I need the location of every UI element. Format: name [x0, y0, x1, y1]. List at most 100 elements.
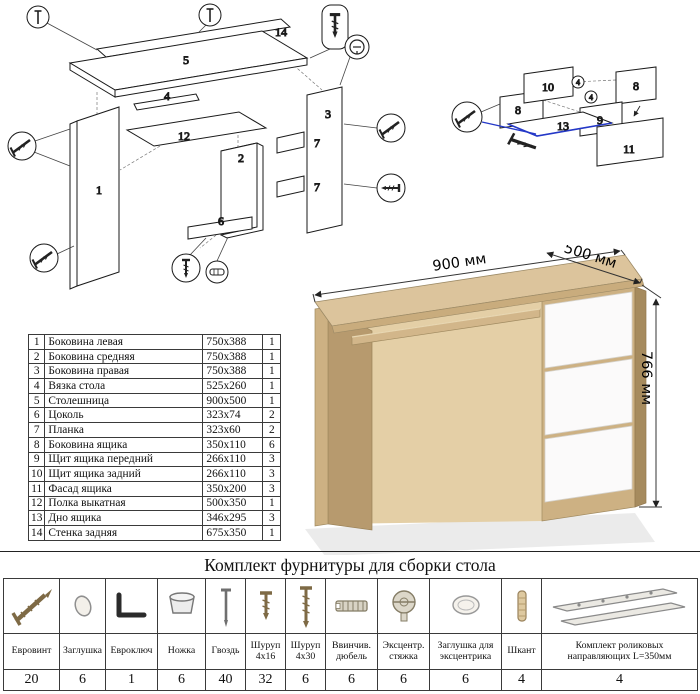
part-name: Боковина правая [44, 363, 204, 380]
part-number: 1 [27, 334, 46, 350]
part-size: 266x110 [202, 451, 264, 468]
section-divider [0, 551, 700, 552]
hardware-name: Ножка [157, 633, 206, 670]
part-size: 350x200 [202, 480, 264, 497]
cam-cap-icon [451, 595, 480, 615]
euroscrew-icon [10, 589, 52, 626]
parts-table-row: 2 Боковина средняя 750x388 1 [27, 348, 282, 365]
label-6: 6 [218, 214, 224, 228]
part-name: Фасад ящика [44, 480, 204, 497]
screw-4x16-icon [259, 591, 272, 620]
hardware-qty-row: 20 6 1 6 40 32 6 6 6 6 4 4 [3, 669, 698, 691]
part-number: 6 [27, 407, 46, 424]
insert-dowel-icon [334, 600, 368, 612]
hardware-qty: 40 [205, 669, 246, 691]
dowel-mark-label: 4 [589, 93, 593, 102]
hardware-name: Шуруп 4х30 [285, 633, 326, 670]
parts-table-row: 10 Щит ящика задний 266x110 3 [27, 466, 282, 482]
hardware-name: Заглушка для эксцентрика [429, 633, 502, 670]
drawer-front-1 [544, 291, 633, 369]
hardware-name: Шкант [501, 633, 542, 670]
part-name: Вязка стола [44, 378, 204, 394]
desk-pedestal-side [634, 286, 647, 508]
screw-4x30-icon-cell [285, 578, 326, 634]
label-12: 12 [178, 129, 190, 143]
parts-table-row: 14 Стенка задняя 675x350 1 [27, 524, 282, 541]
nail-icon-cell [205, 578, 246, 634]
hardware-table: Евровинт Заглушка Евроключ Ножка Гвоздь … [3, 578, 698, 691]
dimension-height: 766 мм [638, 351, 654, 405]
part-size: 350x110 [202, 436, 264, 453]
hardware-qty: 6 [285, 669, 326, 691]
insert-dowel-icon-cell [325, 578, 378, 634]
part-name: Щит ящика передний [44, 451, 204, 468]
parts-table-row: 11 Фасад ящика 350x200 3 [27, 480, 282, 497]
part-name: Боковина средняя [44, 348, 204, 365]
hardware-qty: 6 [59, 669, 106, 691]
part-size: 346x295 [202, 510, 264, 526]
parts-table-row: 6 Цоколь 323x74 2 [27, 407, 282, 424]
label-3: 3 [325, 107, 331, 121]
part-qty: 6 [262, 436, 282, 453]
drawer-callouts [451, 101, 641, 162]
part-name: Боковина ящика [44, 436, 204, 453]
part-size: 900x500 [202, 392, 264, 409]
hardware-qty: 4 [541, 669, 698, 691]
euroscrew-icon-cell [3, 578, 60, 634]
part-number: 11 [27, 480, 46, 497]
part-number: 4 [27, 378, 46, 394]
callout-dowel [205, 260, 229, 284]
hardware-name: Евроключ [105, 633, 158, 670]
drawer-slides-icon [552, 588, 685, 626]
part-back-panel [95, 18, 292, 58]
parts-table-row: 13 Дно ящика 346x295 3 [27, 510, 282, 526]
part-rail [133, 93, 200, 111]
part-name: Столешница [44, 392, 204, 409]
fastener-callouts [7, 3, 406, 284]
hardware-name: Эксцентр. стяжка [377, 633, 430, 670]
label-1: 1 [96, 183, 102, 197]
part-number: 7 [27, 422, 46, 438]
part-plinth [187, 216, 253, 240]
hexkey-icon-cell [105, 578, 158, 634]
nail-icon [220, 588, 231, 627]
part-size: 675x350 [202, 524, 264, 541]
part-size: 323x74 [202, 407, 264, 424]
hardware-qty: 6 [157, 669, 206, 691]
parts-table-row: 1 Боковина левая 750x388 1 [27, 334, 282, 350]
foot-icon-cell [157, 578, 206, 634]
part-qty: 3 [262, 510, 282, 526]
screw-4x16-icon-cell [245, 578, 286, 634]
part-left-panel-edge [69, 120, 78, 290]
desk-shadow [305, 513, 655, 555]
drawer-front-2 [544, 358, 633, 436]
part-number: 8 [27, 436, 46, 453]
label-11: 11 [623, 142, 635, 156]
part-size: 266x110 [202, 466, 264, 482]
label-5: 5 [183, 53, 189, 67]
part-size: 750x388 [202, 334, 264, 350]
dowel-mark-label: 4 [576, 78, 580, 87]
part-number: 13 [27, 510, 46, 526]
screw-4x30-icon [299, 586, 312, 628]
label-14: 14 [275, 25, 287, 39]
parts-table-row: 3 Боковина правая 750x388 1 [27, 363, 282, 380]
part-name: Дно ящика [44, 510, 204, 526]
dowel-mark [584, 90, 598, 104]
part-qty: 1 [262, 378, 282, 394]
hardware-name: Евровинт [3, 633, 60, 670]
cap-icon [73, 595, 92, 617]
drawer-back-shield [523, 66, 574, 104]
part-name: Планка [44, 422, 204, 438]
part-shelf [125, 111, 268, 147]
part-strip-1 [276, 131, 305, 154]
part-number: 5 [27, 392, 46, 409]
part-size: 323x60 [202, 422, 264, 438]
part-number: 2 [27, 348, 46, 365]
part-number: 14 [27, 524, 46, 541]
hardware-qty: 1 [105, 669, 158, 691]
part-qty: 1 [262, 392, 282, 409]
label-7a: 7 [314, 136, 320, 150]
drawer-facade [596, 117, 664, 167]
label-2: 2 [238, 151, 244, 165]
